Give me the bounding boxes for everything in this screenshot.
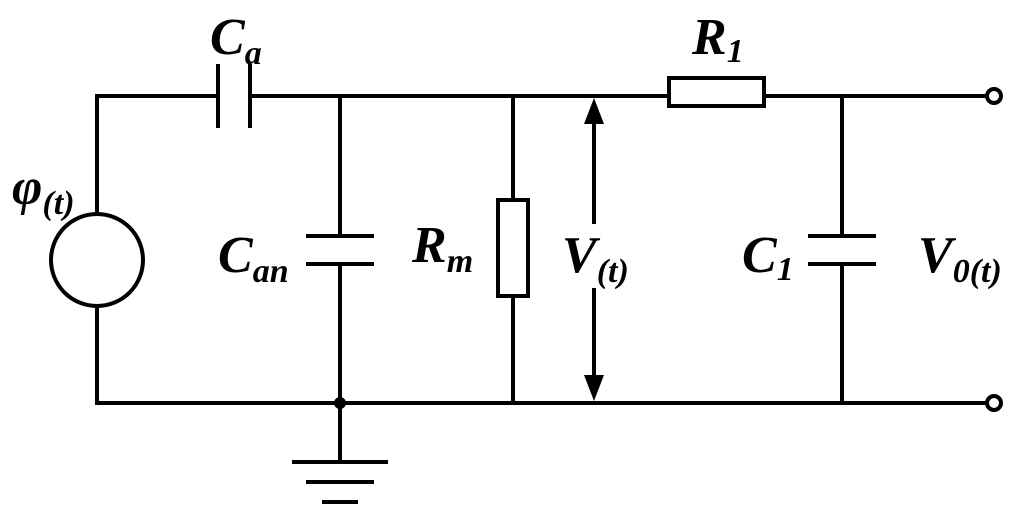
capacitor-can-label: Can	[218, 227, 289, 290]
junction-dot	[334, 397, 346, 409]
voltage-v-label: V(t)	[562, 227, 629, 290]
arrow-head-down	[584, 375, 604, 401]
output-terminal-bottom	[985, 394, 1003, 412]
resistor-rm-label: Rm	[411, 217, 473, 280]
resistor-r1-label: R1	[691, 9, 744, 70]
output-v0-label: V0(t)	[918, 227, 1002, 290]
resistor-rm-symbol	[496, 198, 530, 298]
arrow-head-up	[584, 98, 604, 124]
source-label: φ(t)	[12, 159, 75, 222]
resistor-r1-symbol	[667, 76, 766, 108]
output-terminal-top	[985, 87, 1003, 105]
capacitor-c1-label: C1	[742, 227, 794, 288]
voltage-source-symbol	[49, 212, 145, 308]
capacitor-ca-label: Ca	[210, 9, 262, 72]
